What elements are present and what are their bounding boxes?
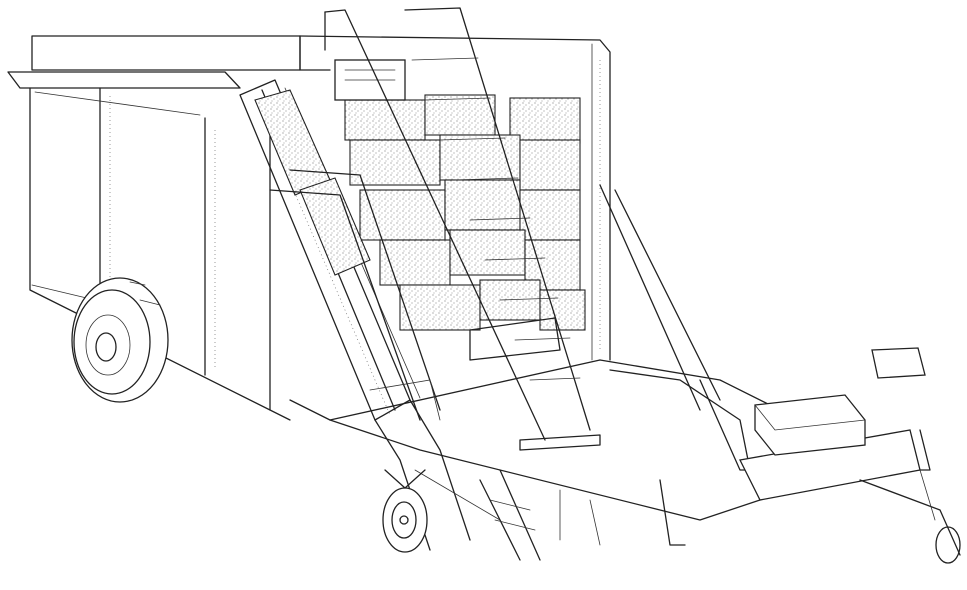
battery-box bbox=[754, 347, 926, 456]
access-ladder bbox=[324, 7, 601, 451]
main-wheel bbox=[71, 277, 169, 403]
bale-elevator-conveyor bbox=[239, 79, 541, 561]
side-rails bbox=[269, 169, 721, 421]
front-caster-wheel bbox=[382, 469, 428, 553]
stacked-hay-bales bbox=[334, 59, 586, 331]
